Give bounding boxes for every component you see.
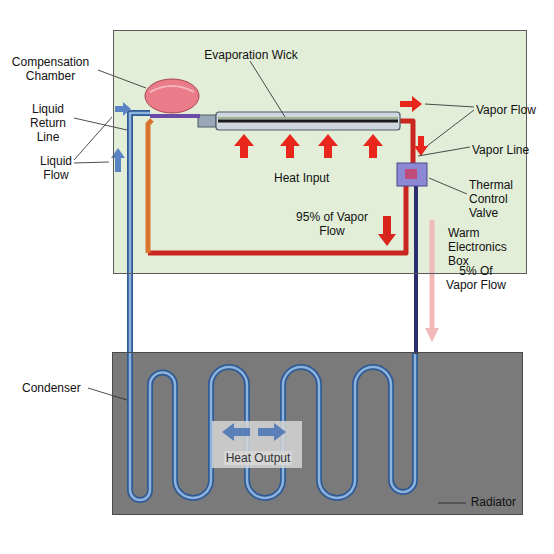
label-holder: Liquid Return Line — [22, 102, 74, 145]
leader-line — [250, 61, 285, 117]
leader-line — [418, 147, 470, 156]
heat-label: Heat Input — [274, 171, 329, 185]
leader-line — [427, 110, 474, 146]
heat-arrow — [363, 134, 383, 158]
vapor-line — [414, 186, 418, 354]
label-holder: Vapor Flow — [476, 100, 552, 118]
flow-label: 5% Of Vapor Flow — [444, 264, 508, 292]
heat-arrow — [234, 134, 254, 158]
leader-line — [74, 118, 127, 130]
box-fill — [113, 30, 527, 274]
label-holder: 95% of Vapor Flow — [292, 210, 372, 239]
leader-line — [429, 178, 467, 194]
flow-label: Liquid Flow — [36, 154, 76, 182]
wick-edge — [218, 118, 398, 119]
heat-output-patch — [212, 421, 302, 468]
part-label: Vapor Line — [472, 143, 529, 157]
chamber-shine — [150, 86, 194, 92]
part-label: Thermal Control Valve — [469, 178, 527, 220]
leader-line — [74, 117, 112, 160]
part-label: Evaporation Wick — [204, 48, 297, 62]
bypass-line — [148, 186, 406, 253]
flow-arrow — [430, 220, 435, 330]
label-holder: Heat Input — [274, 168, 354, 186]
condenser-tube — [130, 113, 415, 500]
label-holder: Condenser — [22, 378, 102, 396]
liquid-flow-arrow — [115, 102, 131, 116]
label-holder: Vapor Line — [472, 140, 548, 158]
label-holder: Evaporation Wick — [196, 45, 306, 63]
leader-line — [88, 388, 127, 400]
heat-input-arrows — [234, 134, 383, 158]
leader-line — [438, 503, 466, 504]
leader-line — [98, 70, 146, 88]
label-holder: Liquid Flow — [36, 154, 76, 183]
heat-output-arrow — [222, 423, 250, 441]
heat-label: Heat Output — [224, 451, 293, 465]
heat-arrow — [280, 134, 300, 158]
part-label: Condenser — [22, 381, 81, 395]
condenser-tube-core — [130, 113, 415, 500]
leader-lines — [74, 61, 474, 503]
label-holder: Heat Output — [222, 448, 294, 466]
bypass-line — [148, 120, 152, 253]
vapor-flow-arrow — [414, 136, 428, 156]
part-label: Compensation Chamber — [3, 55, 98, 83]
radiator-panel: Radiator — [112, 352, 523, 515]
flow-label: Vapor Flow — [476, 103, 536, 117]
part-label: Liquid Return Line — [22, 102, 74, 144]
label-holder: Compensation Chamber — [3, 55, 98, 84]
label-holder: Thermal Control Valve — [469, 178, 527, 221]
label-holder: 5% Of Vapor Flow — [444, 264, 508, 293]
evaporator-body — [216, 112, 400, 130]
evaporator-fitting — [198, 115, 216, 127]
flow-label: 95% of Vapor Flow — [292, 210, 372, 238]
box-title: Warm Electronics Box — [448, 226, 520, 268]
heat-output-arrow — [258, 423, 286, 441]
valve-core — [405, 169, 417, 179]
heat-arrow — [318, 134, 338, 158]
bypass-flow-arrow — [378, 216, 396, 246]
thermal-control-valve — [397, 163, 427, 186]
radiator-title: Radiator — [471, 495, 516, 509]
leader-line — [74, 162, 109, 163]
leader-line — [425, 104, 474, 107]
evaporation-wick — [218, 120, 398, 123]
vapor-flow-arrow — [400, 96, 422, 112]
compensation-chamber — [145, 79, 199, 113]
chamber-pipe — [150, 114, 200, 118]
flow-arrowhead — [425, 328, 439, 342]
